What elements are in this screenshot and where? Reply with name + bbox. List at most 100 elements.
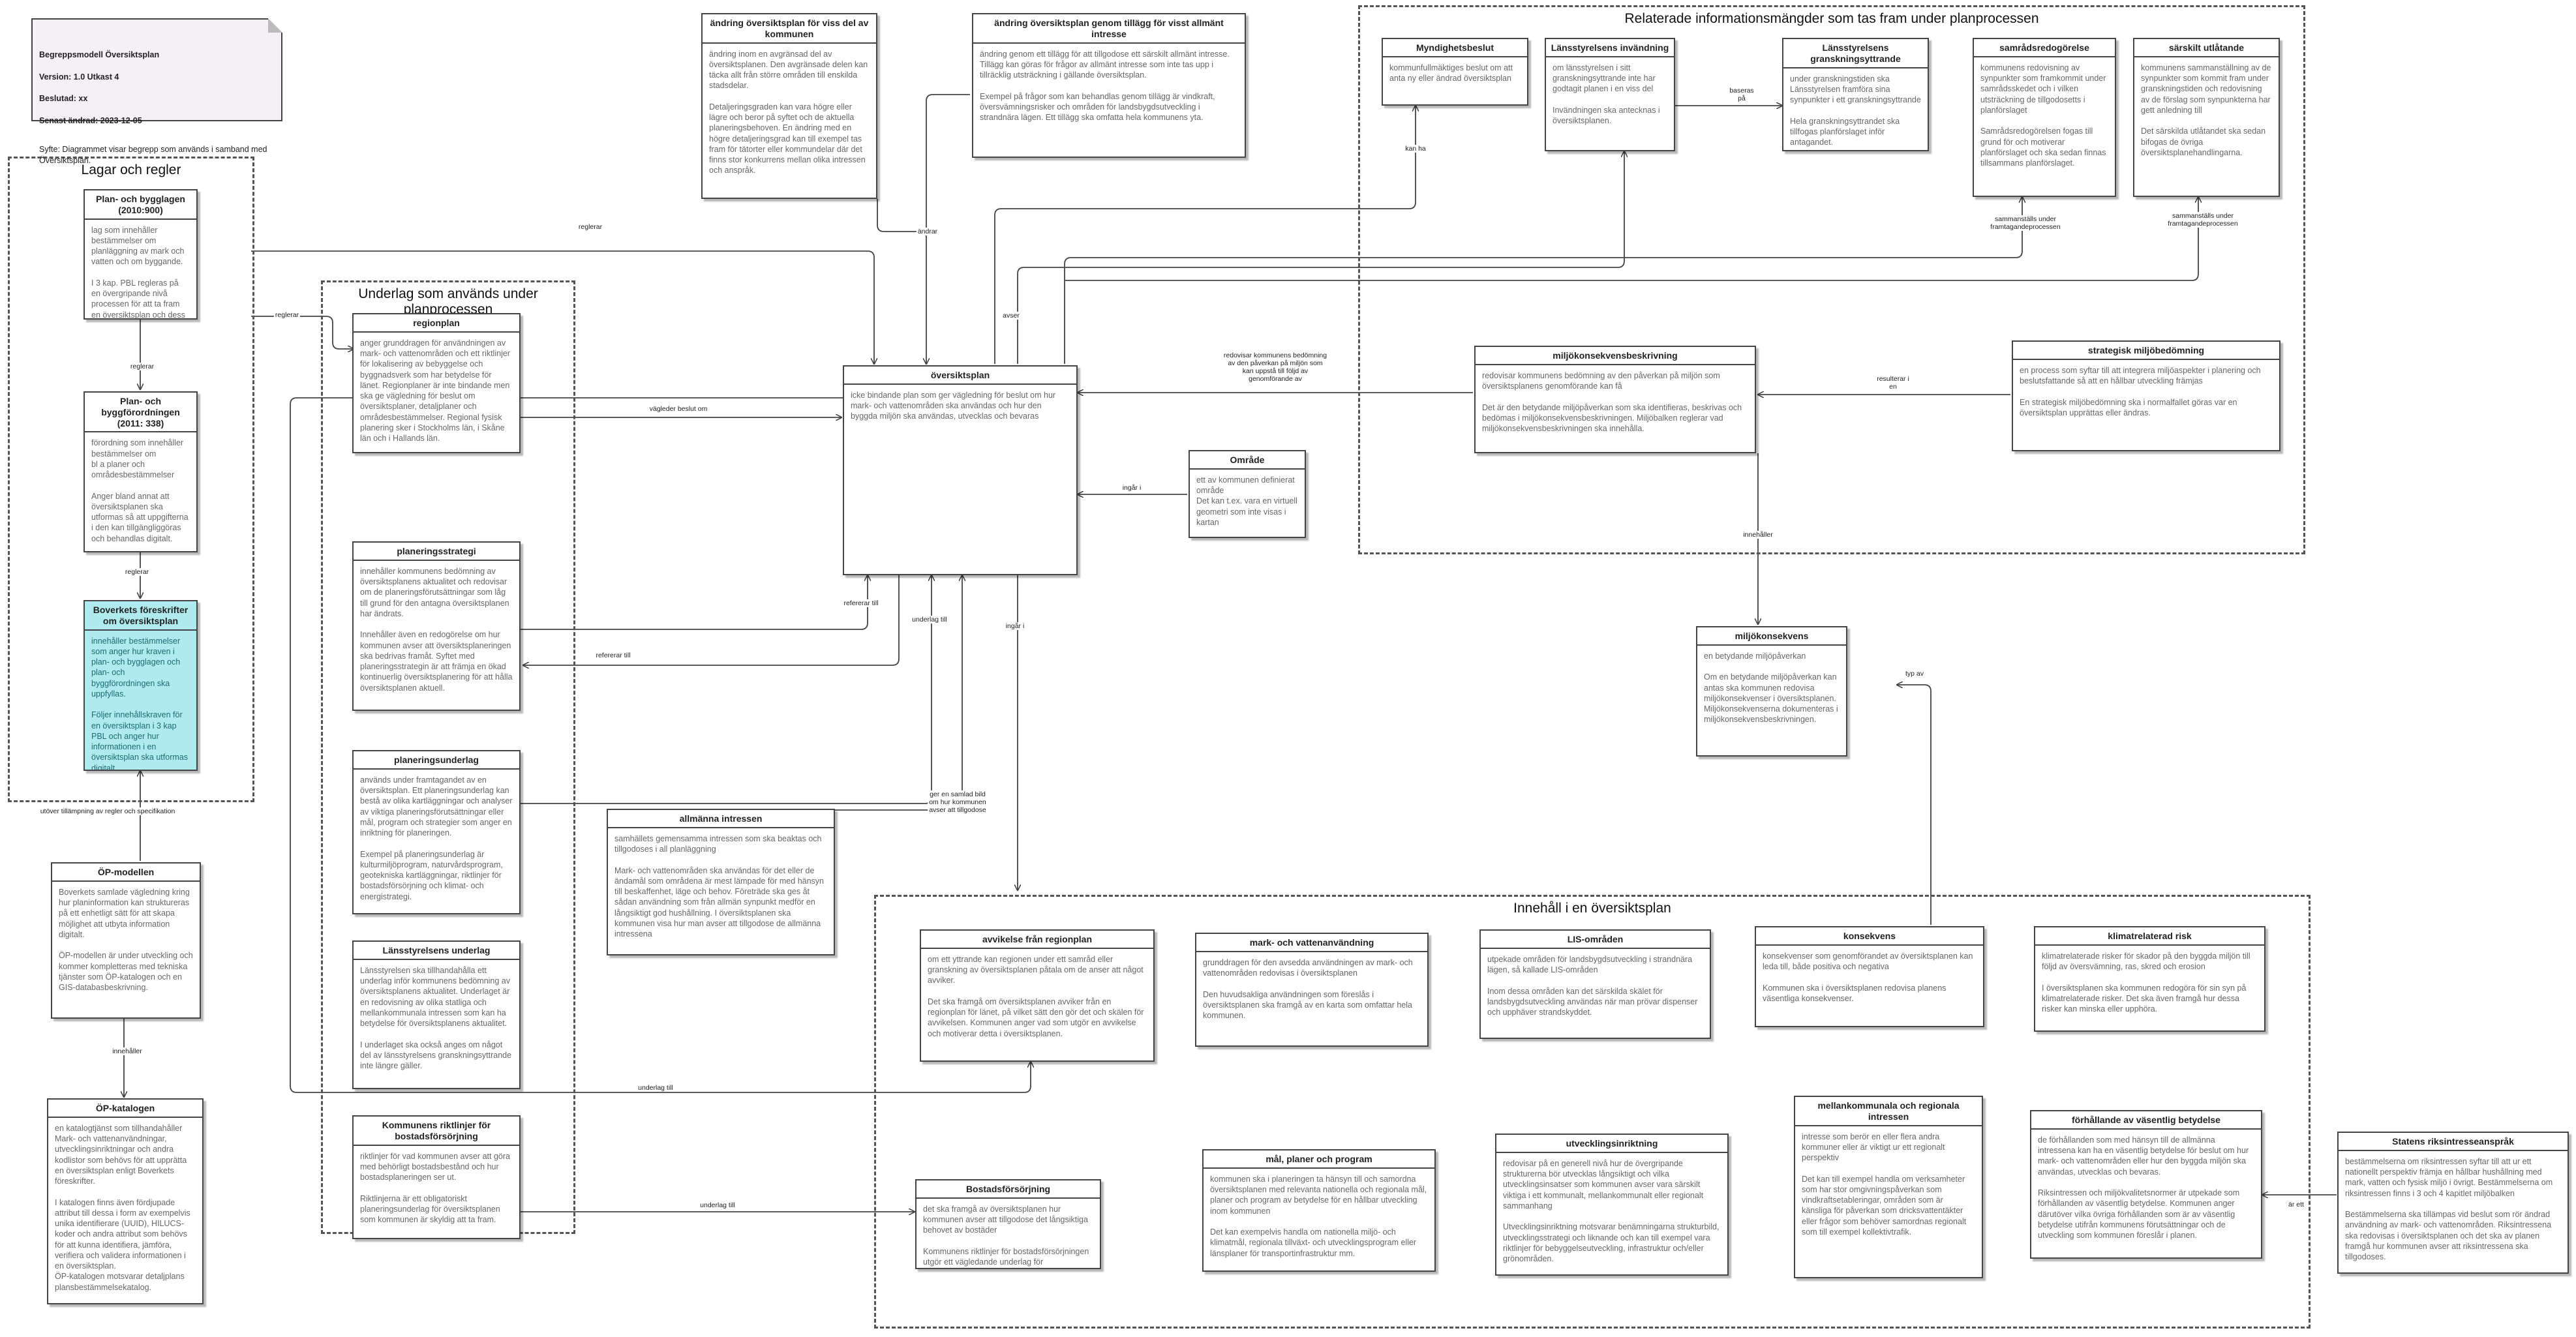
entity-title: regionplan	[413, 318, 460, 328]
entity-avvikelse[interactable]: avvikelse från regionplan om ett yttrand…	[920, 929, 1155, 1062]
entity-strategisk-mb[interactable]: strategisk miljöbedömning en process som…	[2012, 340, 2281, 451]
entity-title: Statens riksintresseanspråk	[2392, 1136, 2514, 1147]
note-purpose: Syfte: Diagrammet visar begrepp som anvä…	[39, 144, 267, 165]
entity-myndighetsbeslut[interactable]: Myndighetsbeslut kommunfullmäktiges besl…	[1382, 38, 1528, 106]
entity-regionplan[interactable]: regionplan anger grunddragen för användn…	[352, 313, 521, 453]
info-note: Begreppsmodell Översiktsplan Version: 1.…	[31, 18, 282, 165]
edge-label: underlag till	[699, 1201, 736, 1210]
entity-desc: konsekvenser som genomförandet av översi…	[1763, 951, 1973, 1003]
edge-label: underlag till	[911, 615, 948, 624]
entity-desc: en process som syftar till att integrera…	[2020, 365, 2261, 417]
edge-label: är ett	[2287, 1200, 2305, 1209]
entity-title: planeringsunderlag	[394, 755, 479, 765]
entity-title: ändring översiktsplan genom tillägg för …	[994, 18, 1224, 39]
entity-title: ÖP-modellen	[97, 867, 155, 877]
entity-lis[interactable]: LIS-områden utpekade områden för landsby…	[1479, 929, 1711, 1039]
entity-title: konsekvens	[1843, 931, 1896, 941]
entity-desc: ett av kommunen definierat område Det ka…	[1196, 475, 1297, 527]
entity-lansstyrelsens-underlag[interactable]: Länsstyrelsens underlag Länsstyrelsen sk…	[352, 940, 521, 1089]
edge-label: sammanställs under framtagandeprocessen	[2166, 211, 2239, 228]
edge-label: ändrar	[916, 227, 939, 236]
entity-miljokonsekvens[interactable]: miljökonsekvens en betydande miljöpåverk…	[1696, 626, 1847, 757]
entity-desc: innehåller bestämmelser som anger hur kr…	[91, 636, 188, 771]
entity-mellankommunala[interactable]: mellankommunala och regionala intressen …	[1794, 1096, 1983, 1278]
entity-title: mark- och vattenanvändning	[1249, 937, 1374, 948]
entity-desc: Länsstyrelsen ska tillhandahålla ett und…	[360, 965, 512, 1071]
entity-title: klimatrelaterad risk	[2108, 931, 2192, 941]
entity-bostadsforsorjning[interactable]: Bostadsförsörjning det ska framgå av öve…	[915, 1179, 1101, 1269]
entity-opkatalogen[interactable]: ÖP-katalogen en katalogtjänst som tillha…	[47, 1098, 204, 1304]
entity-title: Länsstyrelsens invändning	[1551, 42, 1669, 53]
edge-label: typ av	[1903, 669, 1926, 678]
entity-desc: de förhållanden som med hänsyn till de a…	[2038, 1135, 2249, 1240]
entity-title: Länsstyrelsens underlag	[382, 945, 491, 955]
edge-label: underlag till	[637, 1083, 674, 1092]
entity-title: strategisk miljöbedömning	[2087, 345, 2205, 355]
entity-desc: redovisar på en generell nivå hur de öve…	[1503, 1158, 1720, 1264]
entity-desc: utpekade områden för landsbygdsutvecklin…	[1487, 954, 1698, 1017]
entity-title: ÖP-katalogen	[95, 1103, 155, 1113]
entity-boverket[interactable]: Boverkets föreskrifter om översiktsplan …	[83, 600, 198, 771]
edge-label: innehåller	[1742, 530, 1774, 539]
edge-label: ger en samlad bild om hur kommunen avser…	[928, 790, 988, 815]
note-line: Version: 1.0 Utkast 4	[39, 72, 119, 82]
entity-lst-invandning[interactable]: Länsstyrelsens invändning om länsstyrels…	[1545, 38, 1675, 151]
entity-desc: grunddragen för den avsedda användningen…	[1203, 957, 1413, 1021]
entity-mkb[interactable]: miljökonsekvensbeskrivning redovisar kom…	[1474, 346, 1756, 453]
entity-allmanna-intressen[interactable]: allmänna intressen samhällets gemensamma…	[607, 809, 835, 955]
entity-pbf[interactable]: Plan- och byggförordningen (2011: 338) f…	[83, 391, 198, 552]
entity-omrade[interactable]: Område ett av kommunen definierat område…	[1189, 450, 1306, 538]
entity-desc: förordning som innehåller bestämmelser o…	[91, 438, 189, 543]
entity-vasentlig[interactable]: förhållande av väsentlig betydelse de fö…	[2030, 1110, 2262, 1259]
entity-andring-tillagg[interactable]: ändring översiktsplan genom tillägg för …	[972, 13, 1246, 158]
edge-label: vägleder beslut om	[648, 404, 709, 413]
entity-planeringsstrategi[interactable]: planeringsstrategi innehåller kommunens …	[352, 541, 521, 711]
entity-desc: en betydande miljöpåverkan Om en betydan…	[1704, 651, 1838, 725]
entity-title: särskilt utlåtande	[2168, 42, 2245, 53]
container-title: Innehåll i en översiktsplan	[1513, 901, 1671, 916]
entity-kommunens-riktlinjer[interactable]: Kommunens riktlinjer för bostadsförsörjn…	[352, 1115, 521, 1239]
entity-konsekvens[interactable]: konsekvens konsekvenser som genomförande…	[1755, 926, 1984, 1027]
entity-desc: innehåller kommunens bedömning av översi…	[360, 566, 513, 693]
entity-desc: icke bindande plan som ger vägledning fö…	[851, 390, 1056, 421]
edge-label: refererar till	[594, 651, 632, 660]
entity-desc: kommunens sammanställning av de synpunkt…	[2141, 63, 2271, 157]
entity-lst-granskning[interactable]: Länsstyrelsens granskningsyttrande under…	[1782, 38, 1929, 151]
entity-title: Plan- och bygglagen (2010:900)	[96, 194, 185, 215]
entity-pbl[interactable]: Plan- och bygglagen (2010:900) lag som i…	[83, 189, 198, 320]
entity-sarskilt-utlatande[interactable]: särskilt utlåtande kommunens sammanställ…	[2133, 38, 2280, 197]
entity-desc: om länsstyrelsen i sitt granskningsyttra…	[1553, 63, 1660, 126]
entity-utvecklingsinriktning[interactable]: utvecklingsinriktning redovisar på en ge…	[1495, 1134, 1729, 1276]
edge-andring-tillagg	[926, 94, 970, 235]
entity-desc: om ett yttrande kan regionen under ett s…	[928, 954, 1144, 1038]
entity-planeringsunderlag[interactable]: planeringsunderlag används under framtag…	[352, 750, 521, 914]
edge-label: reglerar	[273, 310, 301, 320]
entity-samradsredogorelse[interactable]: samrådsredogörelse kommunens redovisning…	[1973, 38, 2116, 197]
entity-klimatrisk[interactable]: klimatrelaterad risk klimatrelaterade ri…	[2034, 926, 2265, 1032]
edge-label: ingår i	[1004, 622, 1026, 631]
entity-desc: samhällets gemensamma intressen som ska …	[614, 834, 824, 939]
entity-mal[interactable]: mål, planer och program kommunen ska i p…	[1202, 1149, 1436, 1272]
entity-desc: Boverkets samlade vägledning kring hur p…	[59, 887, 193, 993]
edge-label: reglerar	[123, 567, 151, 577]
entity-opmodellen[interactable]: ÖP-modellen Boverkets samlade vägledning…	[51, 862, 201, 1019]
edge-label: ingår i	[1121, 483, 1143, 492]
edge-label: sammanställs under framtagandeprocessen	[1989, 215, 2062, 232]
edge-planeringsunderlag-oversiktsplan	[521, 575, 932, 804]
entity-title: allmänna intressen	[679, 813, 763, 824]
entity-title: ändring översiktsplan för viss del av ko…	[710, 18, 869, 39]
entity-title: LIS-områden	[1567, 934, 1624, 944]
entity-desc: ändring genom ett tillägg för att tillgo…	[980, 49, 1230, 123]
entity-riksintresse[interactable]: Statens riksintresseanspråk bestämmelser…	[2337, 1132, 2569, 1274]
entity-title: Länsstyrelsens granskningsyttrande	[1810, 42, 1901, 64]
edge-label: redovisar kommunens bedömning av den påv…	[1222, 351, 1329, 383]
entity-andring-viss-del[interactable]: ändring översiktsplan för viss del av ko…	[701, 13, 877, 199]
edge-label: utöver tillämpning av regler och specifi…	[38, 807, 177, 816]
edge-label: kan ha	[1404, 144, 1427, 153]
entity-mark-vatten[interactable]: mark- och vattenanvändning grunddragen f…	[1195, 933, 1429, 1047]
entity-desc: ändring inom en avgränsad del av översik…	[709, 49, 868, 175]
entity-oversiktsplan[interactable]: översiktsplan icke bindande plan som ger…	[843, 365, 1078, 575]
entity-desc: lag som innehåller bestämmelser om planl…	[91, 225, 185, 320]
entity-title: översiktsplan	[930, 370, 990, 380]
entity-title: Bostadsförsörjning	[965, 1184, 1051, 1194]
